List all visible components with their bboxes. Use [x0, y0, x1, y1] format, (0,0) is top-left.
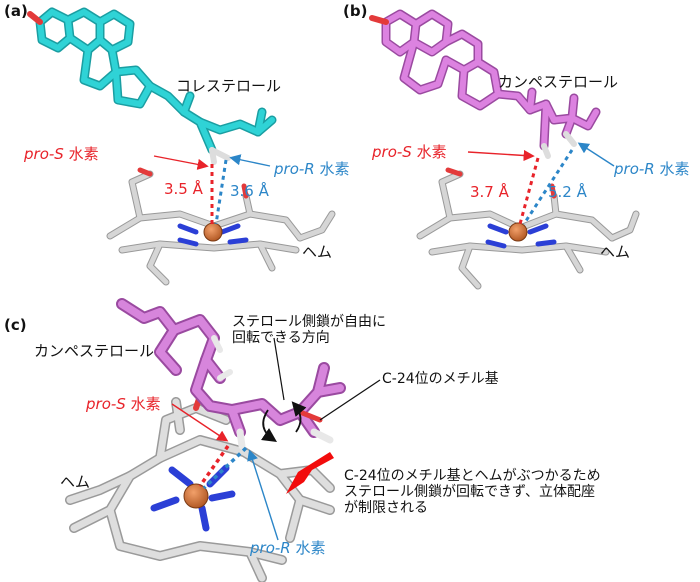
- hydrogen-term: 水素: [290, 539, 326, 557]
- panel-c-tag: (c): [4, 316, 27, 334]
- panel-c-annotations: [171, 337, 381, 541]
- panel-b-heme: [416, 167, 640, 290]
- panel-c-pro-r-label: pro-R 水素: [250, 539, 326, 557]
- panel-a-distance-r: 3.6 Å: [230, 182, 269, 200]
- panel-a-distance-lines: [153, 154, 271, 225]
- panel-c-heme-label: ヘム: [60, 473, 91, 491]
- rotation-note-line-2: 回転できる方向: [232, 330, 330, 347]
- rotation-note-line-1: ステロール側鎖が自由に: [232, 314, 386, 330]
- panel-b-distance-lines: [467, 142, 615, 225]
- panel-a-tag: (a): [4, 2, 28, 20]
- pro-r-term: pro-R: [274, 160, 315, 178]
- pro-s-term: pro-S: [372, 143, 412, 161]
- pro-r-term: pro-R: [614, 160, 655, 178]
- pro-s-term: pro-S: [86, 395, 126, 413]
- panel-a-distance-s: 3.5 Å: [164, 180, 203, 198]
- clash-arrow-icon: [286, 452, 334, 494]
- panel-c-methyl-label: C-24位のメチル基: [382, 371, 499, 387]
- panel-b-distance-s: 3.7 Å: [470, 183, 509, 201]
- hydrogen-term: 水素: [63, 145, 99, 163]
- pro-r-term: pro-R: [250, 539, 291, 557]
- panel-b-molecule-name: カンペステロール: [498, 73, 619, 91]
- clash-note-line-1: C-24位のメチル基とヘムがぶつかるため: [344, 468, 601, 484]
- hydrogen-term: 水素: [314, 160, 350, 178]
- hydrogen-term: 水素: [411, 143, 447, 161]
- panel-a-heme: [106, 167, 336, 286]
- hydrogen-term: 水素: [654, 160, 690, 178]
- panel-b-tag: (b): [343, 2, 368, 20]
- clash-note-line-2: ステロール側鎖が回転できず、立体配座: [344, 484, 596, 501]
- panel-c-clash-note: C-24位のメチル基とヘムがぶつかるため ステロール側鎖が回転できず、立体配座 …: [344, 468, 601, 516]
- panel-c-molecule-name: カンペステロール: [34, 342, 155, 360]
- panel-a-pro-s-label: pro-S 水素: [24, 145, 99, 163]
- panel-b-distance-r: 5.2 Å: [548, 183, 587, 201]
- panel-c-rotation-note: ステロール側鎖が自由に 回転できる方向: [232, 314, 386, 346]
- panel-a-pro-r-label: pro-R 水素: [274, 160, 350, 178]
- clash-note-line-3: が制限される: [344, 500, 428, 517]
- panel-a-heme-label: ヘム: [302, 243, 333, 261]
- panel-c-pro-s-label: pro-S 水素: [86, 395, 161, 413]
- panel-a-sterol: [27, 7, 277, 165]
- panel-b-pro-s-label: pro-S 水素: [372, 143, 447, 161]
- panel-a-molecule-name: コレステロール: [176, 77, 282, 95]
- panel-b-pro-r-label: pro-R 水素: [614, 160, 690, 178]
- pro-s-term: pro-S: [24, 145, 64, 163]
- hydrogen-term: 水素: [125, 395, 161, 413]
- panel-b-heme-label: ヘム: [600, 243, 631, 261]
- panel-b-sterol: [369, 9, 601, 159]
